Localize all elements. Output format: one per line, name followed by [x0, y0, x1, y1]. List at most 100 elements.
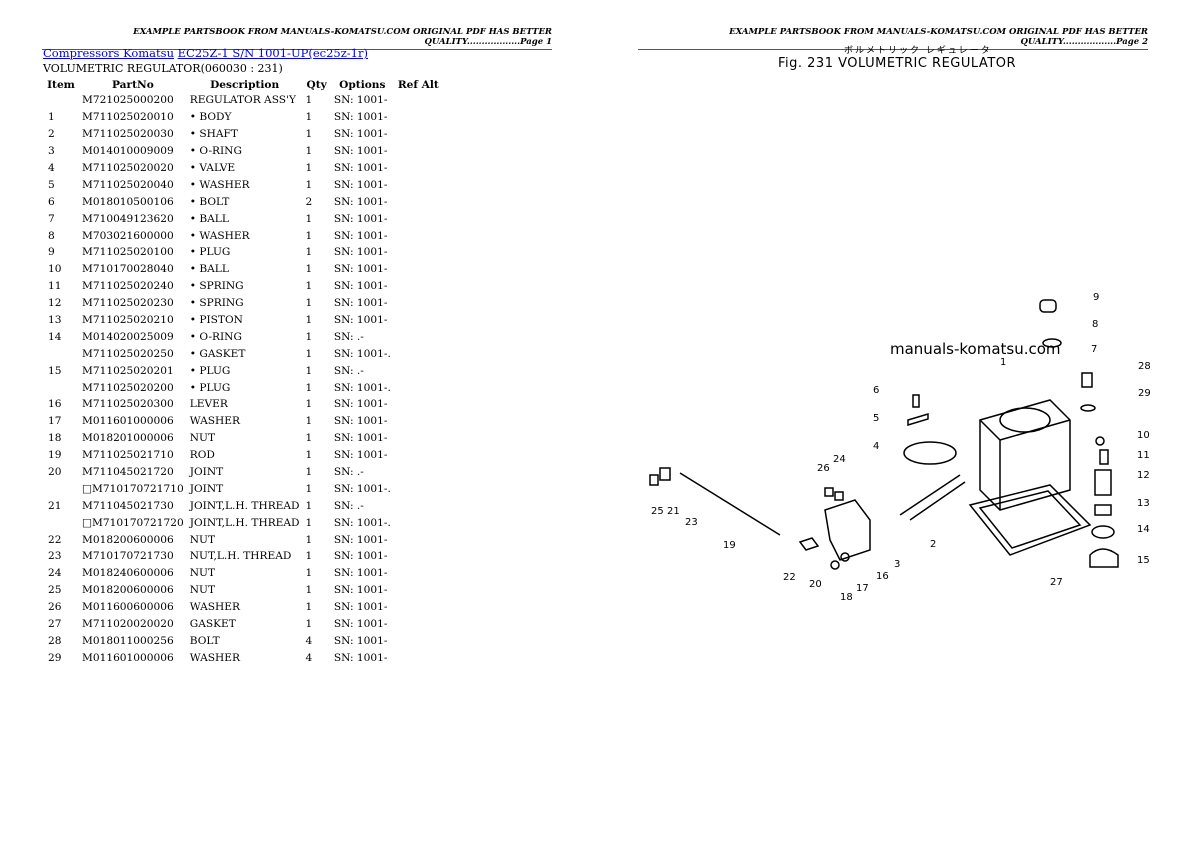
cell-description: WASHER: [189, 415, 240, 428]
callout-label: 8: [1092, 319, 1098, 330]
cell-options: SN: 1001-: [333, 449, 388, 462]
cell-description: NUT: [189, 584, 216, 597]
cell-partno: M711045021720: [82, 466, 174, 479]
cell-partno: M711025020240: [82, 280, 174, 293]
cell-description: NUT: [189, 567, 216, 580]
cell-item: 3: [48, 145, 55, 158]
cell-options: SN: 1001-: [333, 128, 388, 141]
cell-options: SN: 1001-: [333, 398, 388, 411]
column-header: Ref Alt: [397, 78, 439, 91]
cell-qty: 2: [305, 195, 313, 208]
cell-description: LEVER: [189, 398, 228, 411]
cell-qty: 1: [305, 567, 313, 580]
cell-qty: 1: [305, 449, 313, 462]
cell-description: • SPRING: [189, 297, 244, 310]
cell-partno: M014010009009: [82, 145, 174, 158]
watermark: manuals-komatsu.com: [890, 340, 1061, 358]
cell-qty: 1: [305, 415, 313, 428]
cell-options: SN: 1001-: [333, 533, 388, 546]
callout-label: 13: [1137, 498, 1150, 509]
cell-item: 24: [48, 567, 62, 580]
cell-partno: M011601000006: [82, 651, 174, 664]
cell-options: SN: 1001-: [333, 634, 388, 647]
cell-qty: 1: [305, 516, 313, 529]
cell-description: • WASHER: [189, 229, 250, 242]
cell-description: • BODY: [189, 111, 232, 124]
cell-item: [43, 345, 79, 362]
cell-qty: 1: [305, 432, 313, 445]
cell-description: GASKET: [189, 618, 236, 631]
figure-title: ボルメトリック レギュレータ Fig. 231 VOLUMETRIC REGUL…: [778, 43, 1016, 71]
callout-label: 10: [1137, 430, 1150, 441]
cell-description: • BALL: [189, 212, 229, 225]
cell-description: BOLT: [189, 634, 220, 647]
cell-description: • BALL: [189, 263, 229, 276]
cell-partno: M011601000006: [82, 415, 174, 428]
callout-label: 1: [1000, 357, 1006, 368]
cell-item: 10: [48, 263, 62, 276]
cell-description: JOINT,L.H. THREAD: [189, 499, 300, 512]
cell-item: 2: [48, 128, 55, 141]
cell-qty: 1: [305, 212, 313, 225]
cell-item: 29: [48, 651, 62, 664]
callout-label: 28: [1138, 361, 1151, 372]
cell-description: JOINT: [189, 466, 224, 479]
cell-item: 6: [48, 195, 55, 208]
cell-options: SN: 1001-: [333, 432, 388, 445]
cell-options: SN: 1001-: [333, 415, 388, 428]
cell-qty: 1: [305, 533, 313, 546]
cell-partno: M711045021730: [82, 499, 174, 512]
cell-options: SN: .-: [333, 364, 364, 377]
cell-item: 19: [48, 449, 62, 462]
cell-qty: 1: [305, 618, 313, 631]
callout-label: 24: [833, 454, 846, 465]
cell-partno: M703021600000: [82, 229, 174, 242]
cell-description: WASHER: [189, 601, 240, 614]
cell-partno: M710170028040: [82, 263, 174, 276]
cell-item: 14: [48, 330, 62, 343]
callout-label: 20: [809, 579, 822, 590]
breadcrumb-link-model[interactable]: EC25Z-1 S/N 1001-UP(ec25z-1r): [177, 46, 368, 60]
cell-partno: M711025020300: [82, 398, 174, 411]
breadcrumb: Compressors Komatsu EC25Z-1 S/N 1001-UP(…: [43, 46, 368, 60]
figure-japanese-title: ボルメトリック レギュレータ: [844, 46, 992, 56]
callout-label: 15: [1137, 555, 1150, 566]
cell-description: • PLUG: [189, 364, 231, 377]
cell-options: SN: 1001-: [333, 651, 388, 664]
cell-qty: 1: [305, 601, 313, 614]
cell-description: • SPRING: [189, 280, 244, 293]
cell-partno: M711025020020: [82, 162, 174, 174]
cell-item: 18: [48, 432, 62, 445]
cell-options: SN: 1001-: [333, 567, 388, 580]
cell-options: SN: 1001-.: [333, 516, 391, 529]
cell-qty: 1: [305, 145, 313, 158]
cell-partno: M711025020210: [82, 314, 174, 327]
figure-caption: Fig. 231 VOLUMETRIC REGULATOR: [778, 56, 1017, 71]
cell-options: SN: 1001-: [333, 246, 388, 259]
callout-label: 5: [873, 413, 879, 424]
cell-item: 11: [48, 280, 62, 293]
cell-description: REGULATOR ASS'Y: [189, 94, 296, 107]
cell-options: SN: 1001-: [333, 297, 388, 310]
cell-qty: 1: [305, 347, 313, 360]
cell-partno: M018010500106: [82, 195, 174, 208]
cell-qty: 1: [305, 263, 313, 276]
cell-qty: 1: [305, 499, 313, 512]
cell-options: SN: 1001-: [333, 111, 388, 124]
callout-label: 3: [894, 559, 900, 570]
breadcrumb-link-category[interactable]: Compressors Komatsu: [43, 46, 174, 60]
cell-partno: M711025021710: [82, 449, 174, 462]
cell-description: • PISTON: [189, 314, 243, 327]
cell-item: 9: [48, 246, 55, 259]
cell-description: • BOLT: [189, 195, 230, 208]
